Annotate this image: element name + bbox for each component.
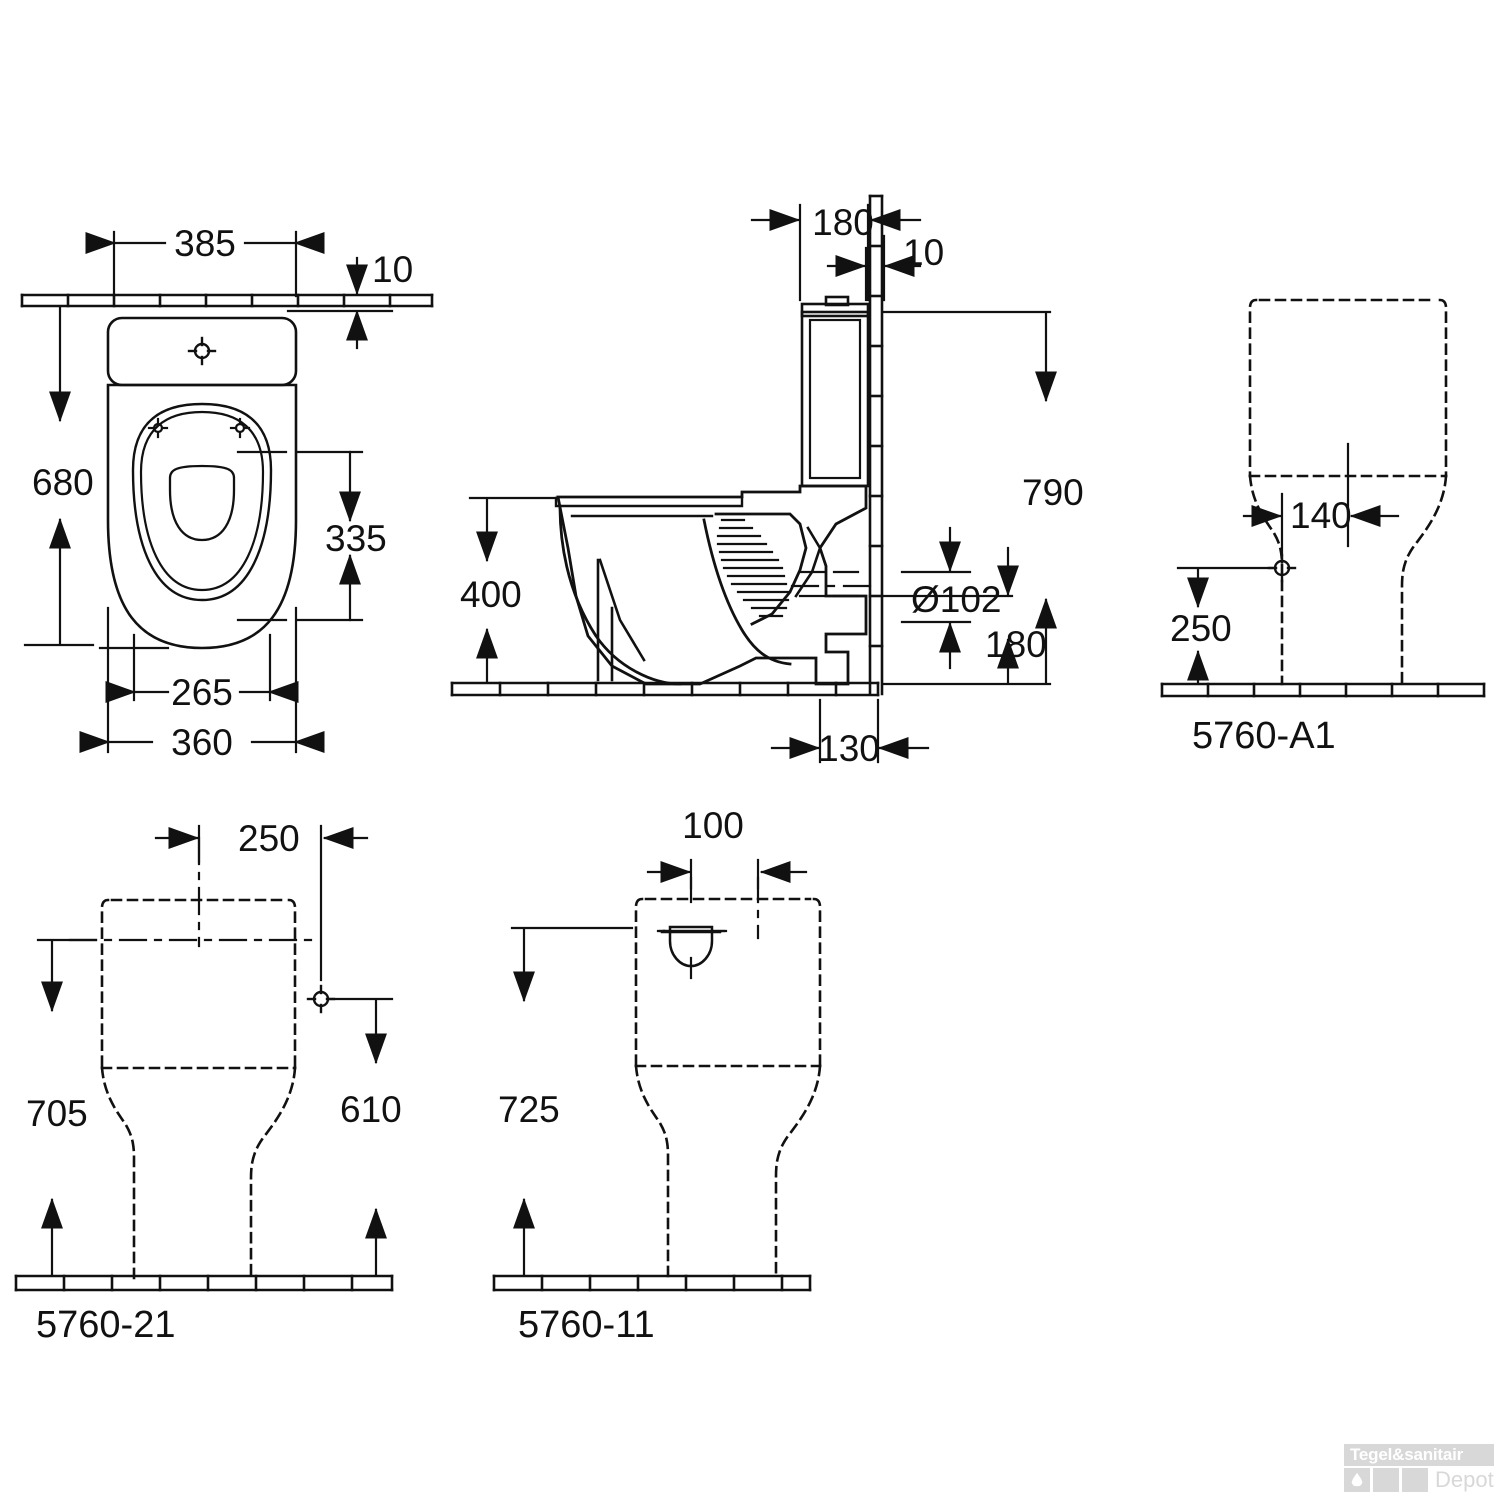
dim-label-360: 360	[171, 722, 233, 763]
dim-label-140: 140	[1290, 495, 1352, 536]
plan-wall-hatch	[20, 293, 434, 308]
side-pan-outline	[556, 484, 868, 686]
dim-250-b21	[154, 824, 369, 982]
variant-21-group	[14, 824, 394, 1292]
a1-floor-hatch	[1160, 682, 1486, 698]
dim-label-725: 725	[498, 1089, 560, 1130]
part-label-5760-21: 5760-21	[36, 1304, 175, 1346]
dim-label-180-bottom: 180	[985, 624, 1047, 665]
dim-10	[286, 256, 394, 350]
tegel-sanitair-depot-logo: Tegel&sanitair Depot	[1344, 1444, 1494, 1492]
logo-square-3	[1402, 1468, 1428, 1492]
plan-fixing-mark-left	[147, 417, 169, 439]
dim-label-790: 790	[1022, 472, 1084, 513]
side-trap-hatching	[716, 518, 790, 618]
part-label-5760-11: 5760-11	[518, 1304, 655, 1346]
c11-floor-hatch	[492, 1274, 812, 1292]
dim-label-10-side: 10	[903, 232, 944, 273]
dim-335	[236, 450, 364, 622]
logo-wordmark-top: Tegel&sanitair	[1344, 1444, 1494, 1466]
dim-label-250-b21: 250	[238, 818, 300, 859]
c11-silhouette	[634, 897, 822, 1278]
logo-square-2	[1373, 1468, 1399, 1492]
dim-100	[646, 858, 808, 890]
side-cistern	[800, 295, 870, 488]
variant-11-group	[492, 858, 822, 1292]
dim-265	[105, 633, 299, 703]
dim-360	[79, 606, 325, 754]
dim-label-180-top: 180	[812, 202, 874, 243]
dim-label-610: 610	[340, 1089, 402, 1130]
water-drop-icon	[1344, 1468, 1370, 1492]
dim-400	[468, 496, 558, 684]
plan-seat-outer	[131, 402, 273, 602]
dim-label-385: 385	[174, 223, 236, 264]
dim-180-bottom	[882, 546, 1019, 684]
dimension-text-layer: 385 10 680 335 265 360 180 10 400 790 Ø1…	[26, 202, 1352, 1346]
plan-cistern	[106, 316, 298, 387]
plan-pan-body	[106, 383, 298, 650]
b21-silhouette	[100, 898, 297, 1280]
plan-fixing-mark-right	[229, 417, 251, 439]
dim-705	[36, 938, 98, 1276]
dim-label-680: 680	[32, 462, 94, 503]
dim-610	[328, 997, 394, 1276]
dim-label-705: 705	[26, 1093, 88, 1134]
dim-725	[510, 926, 634, 1276]
side-trap-body	[714, 512, 808, 626]
dim-label-130: 130	[818, 728, 880, 769]
side-bowl-rib	[598, 558, 646, 662]
side-trap-body2	[794, 526, 822, 598]
dim-10-side	[826, 234, 922, 302]
side-rim	[554, 495, 744, 508]
side-outlet-centre-lines	[798, 570, 868, 598]
plan-bowl-opening	[168, 464, 236, 542]
dim-label-335: 335	[325, 518, 387, 559]
part-label-5760-a1: 5760-A1	[1192, 715, 1336, 757]
side-view-group	[450, 194, 1057, 764]
dim-385	[85, 230, 325, 298]
side-bowl-inner	[558, 504, 682, 686]
plan-view-group	[20, 230, 434, 754]
dim-label-100: 100	[682, 805, 744, 846]
dim-label-265: 265	[171, 672, 233, 713]
c11-flush-valve-icon	[656, 925, 728, 980]
dim-label-250-a1: 250	[1170, 608, 1232, 649]
side-trap-curve	[702, 518, 792, 666]
c11-centre-axis	[689, 876, 760, 940]
dim-label-400: 400	[460, 574, 522, 615]
logo-wordmark-depot: Depot	[1435, 1467, 1494, 1492]
plan-seat-inner	[139, 410, 265, 592]
dim-diam-102	[900, 526, 972, 670]
b21-floor-hatch	[14, 1274, 394, 1292]
dim-label-10-plan: 10	[372, 249, 413, 290]
side-wall-hatch	[868, 194, 884, 696]
dim-250-a1	[1176, 566, 1274, 685]
variant-a1-group	[1160, 298, 1486, 698]
dim-140	[1242, 442, 1400, 558]
logo-bottom-row: Depot	[1344, 1468, 1494, 1492]
dim-label-diam-102: Ø102	[911, 579, 1002, 620]
plan-cistern-centre-mark	[187, 336, 217, 366]
dim-130	[770, 698, 930, 764]
dim-790	[882, 310, 1057, 686]
b21-inlet-mark	[306, 984, 336, 1014]
dim-180-top	[750, 203, 922, 302]
